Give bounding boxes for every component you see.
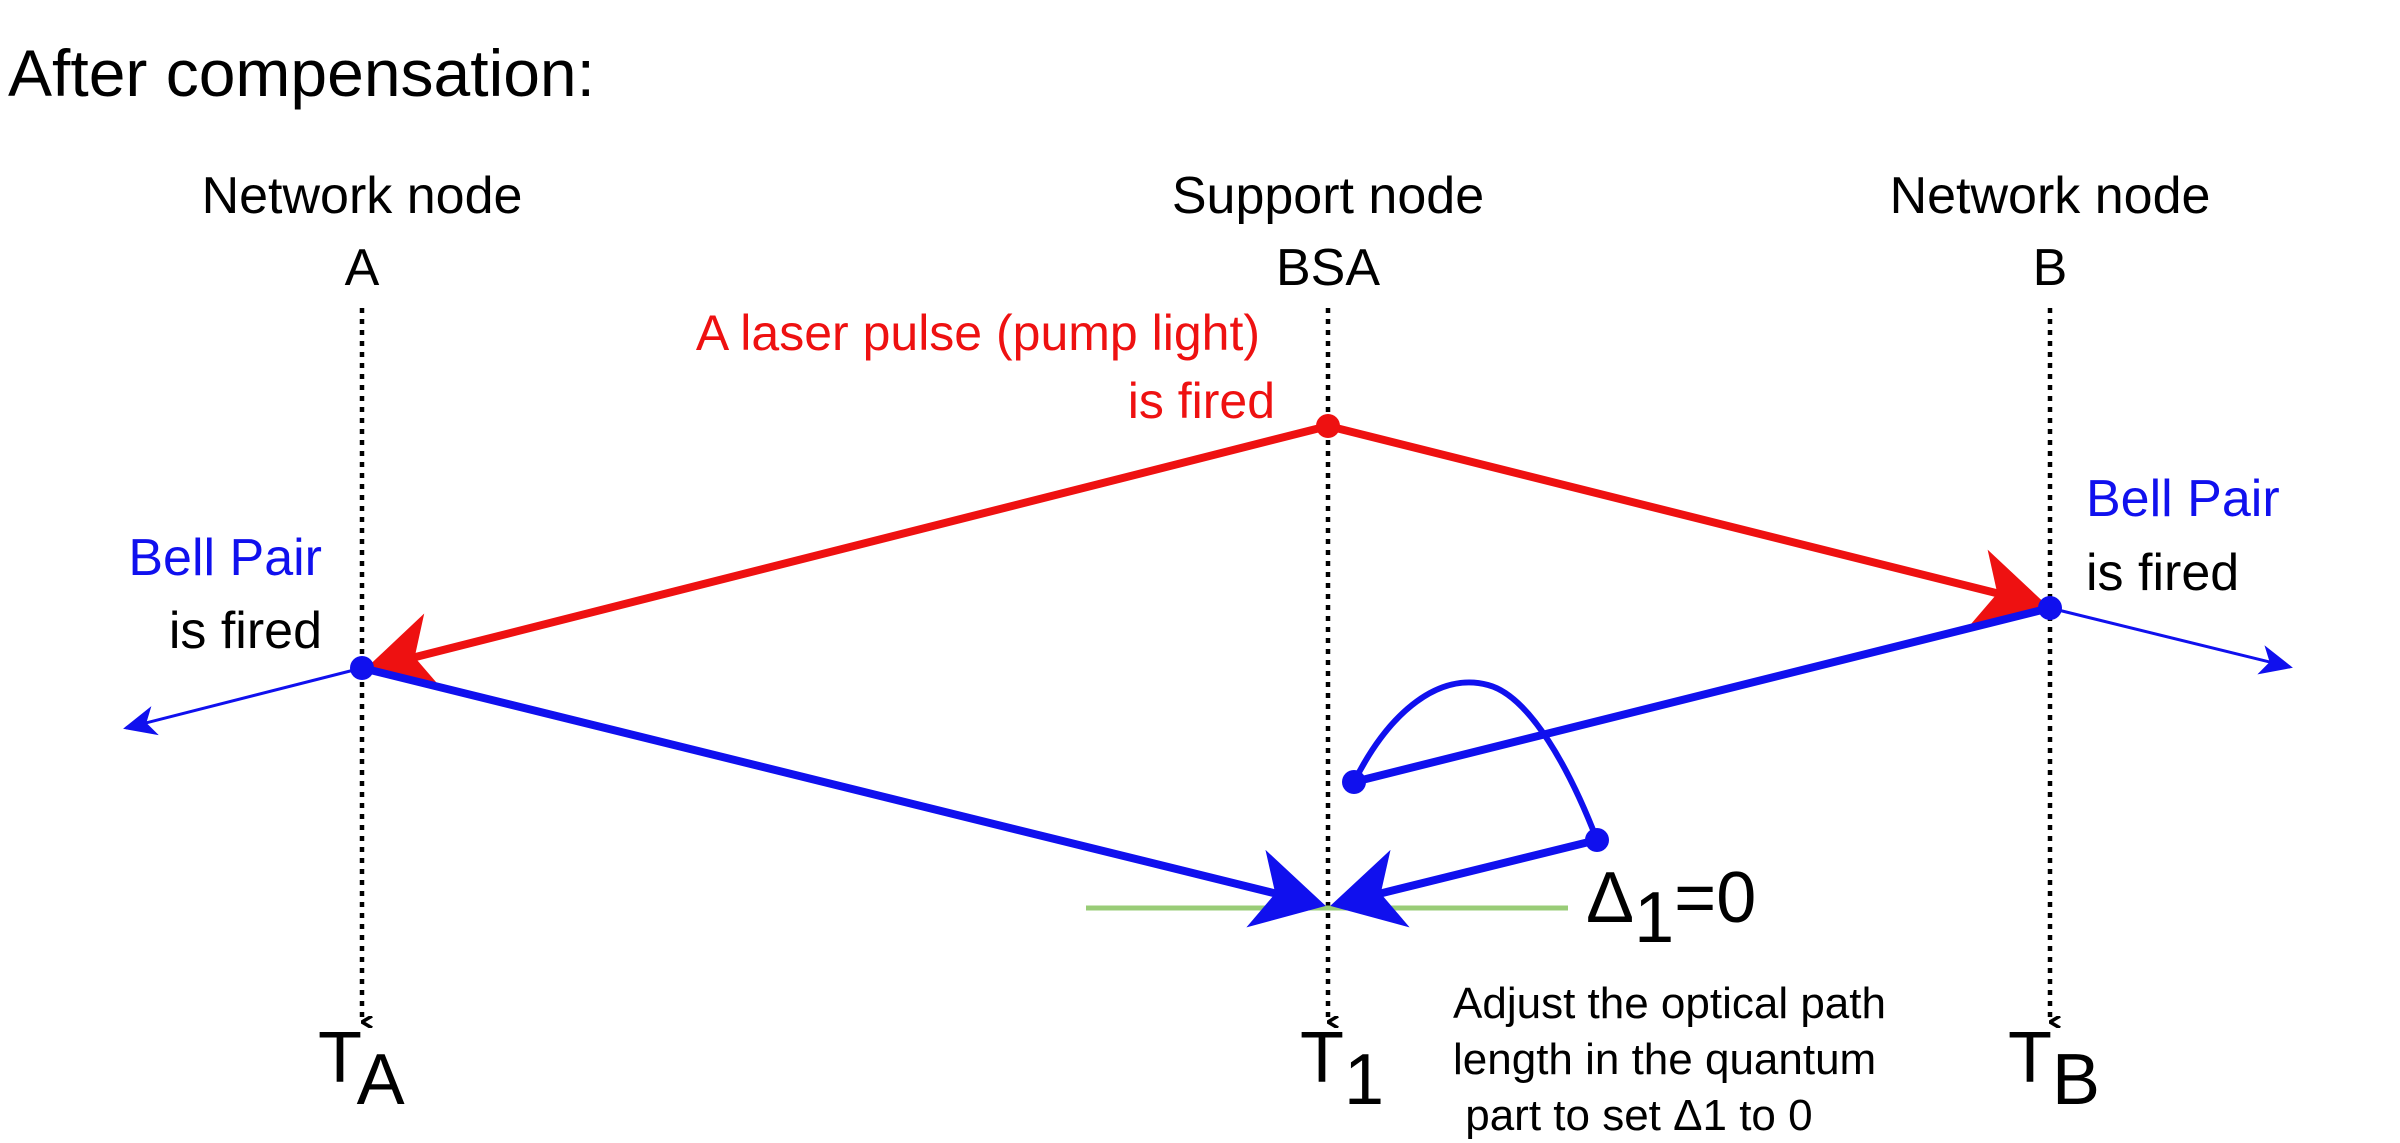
adjust-note-line3: part to set Δ1 to 0 [1453,1091,1813,1140]
arc-start-dot [1342,770,1366,794]
pump-origin-dot [1316,414,1340,438]
compensation-arc [1351,679,1600,842]
bell-b-dot [2038,596,2062,620]
node-bsa-role: Support node [1172,167,1484,225]
adjust-note-line2: length in the quantum [1453,1035,1876,1084]
bell-b-label-line2: is fired [2086,544,2239,602]
node-a-role: Network node [202,167,523,225]
photon-a-to-bsa [361,664,1326,928]
time-label-1: T1 [1300,1018,1384,1120]
photon-shifted-to-bsa [1330,836,1598,928]
arc-end-dot [1585,828,1609,852]
bell-a-label-line1: Bell Pair [128,529,322,587]
photon-outward-a [123,666,363,736]
node-bsa-name: BSA [1276,239,1380,297]
photon-b-to-shifted [1353,604,2051,786]
pump-label-line1: A laser pulse (pump light) [696,305,1260,361]
node-b-role: Network node [1890,167,2211,225]
pump-arrow-to-a [364,422,1329,692]
bell-a-dot [350,656,374,680]
delta-label: Δ1=0 [1586,858,1756,958]
time-label-a: TA [318,1018,405,1120]
bell-a-label-line2: is fired [169,602,322,660]
bell-b-label-line1: Bell Pair [2086,470,2280,528]
node-b-name: B [2033,239,2068,297]
pump-label-line2: is fired [1128,373,1275,429]
photon-outward-b [2049,606,2293,675]
node-a-name: A [345,239,380,297]
adjust-note-line1: Adjust the optical path [1453,979,1886,1028]
time-label-b: TB [2008,1018,2100,1120]
page-title: After compensation: [8,36,595,110]
pump-arrow-to-b [1327,422,2048,628]
